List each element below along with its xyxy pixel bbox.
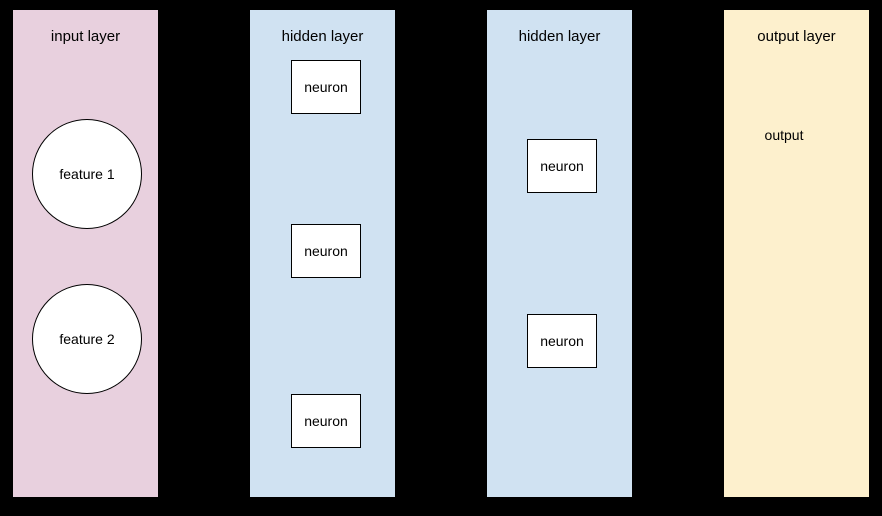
node-feature-2-label: feature 2 [59,331,115,347]
node-output-label: output [764,127,804,143]
node-hidden-2-neuron-1-label: neuron [540,158,584,174]
layer-hidden-1-title: hidden layer [281,28,364,45]
node-feature-2[interactable]: feature 2 [32,284,142,394]
layer-output-title: output layer [757,28,836,45]
node-hidden-1-neuron-2[interactable]: neuron [291,224,361,278]
node-hidden-2-neuron-2[interactable]: neuron [527,314,597,368]
node-hidden-2-neuron-1[interactable]: neuron [527,139,597,193]
layer-input[interactable]: input layer feature 1 feature 2 [13,10,158,497]
layer-input-edges [13,10,158,497]
node-feature-1[interactable]: feature 1 [32,119,142,229]
pentagon-shape [724,10,844,122]
node-hidden-1-neuron-2-label: neuron [304,243,348,259]
node-hidden-2-neuron-2-label: neuron [540,333,584,349]
layer-hidden-2[interactable]: hidden layer neuron neuron [487,10,632,497]
layer-hidden-1[interactable]: hidden layer neuron neuron neuron [250,10,395,497]
node-hidden-1-neuron-1[interactable]: neuron [291,60,361,114]
node-output[interactable]: output [724,10,844,143]
layer-hidden-2-edges [487,10,632,497]
layer-output[interactable]: output layer output [724,10,869,497]
layer-input-title: input layer [50,28,121,45]
node-feature-1-label: feature 1 [59,166,115,182]
node-hidden-1-neuron-3[interactable]: neuron [291,394,361,448]
node-hidden-1-neuron-3-label: neuron [304,413,348,429]
layer-hidden-2-title: hidden layer [518,28,601,45]
node-hidden-1-neuron-1-label: neuron [304,79,348,95]
